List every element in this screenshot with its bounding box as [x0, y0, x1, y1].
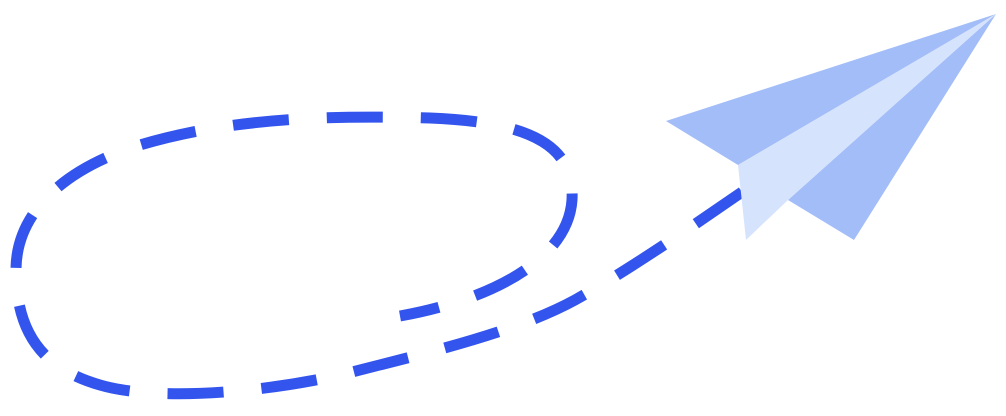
plane-inner-fold — [738, 14, 996, 240]
plane-right-wing — [788, 14, 996, 240]
paper-plane-icon — [666, 14, 996, 240]
plane-left-wing — [666, 14, 996, 165]
dashed-flight-trail — [10, 111, 746, 400]
